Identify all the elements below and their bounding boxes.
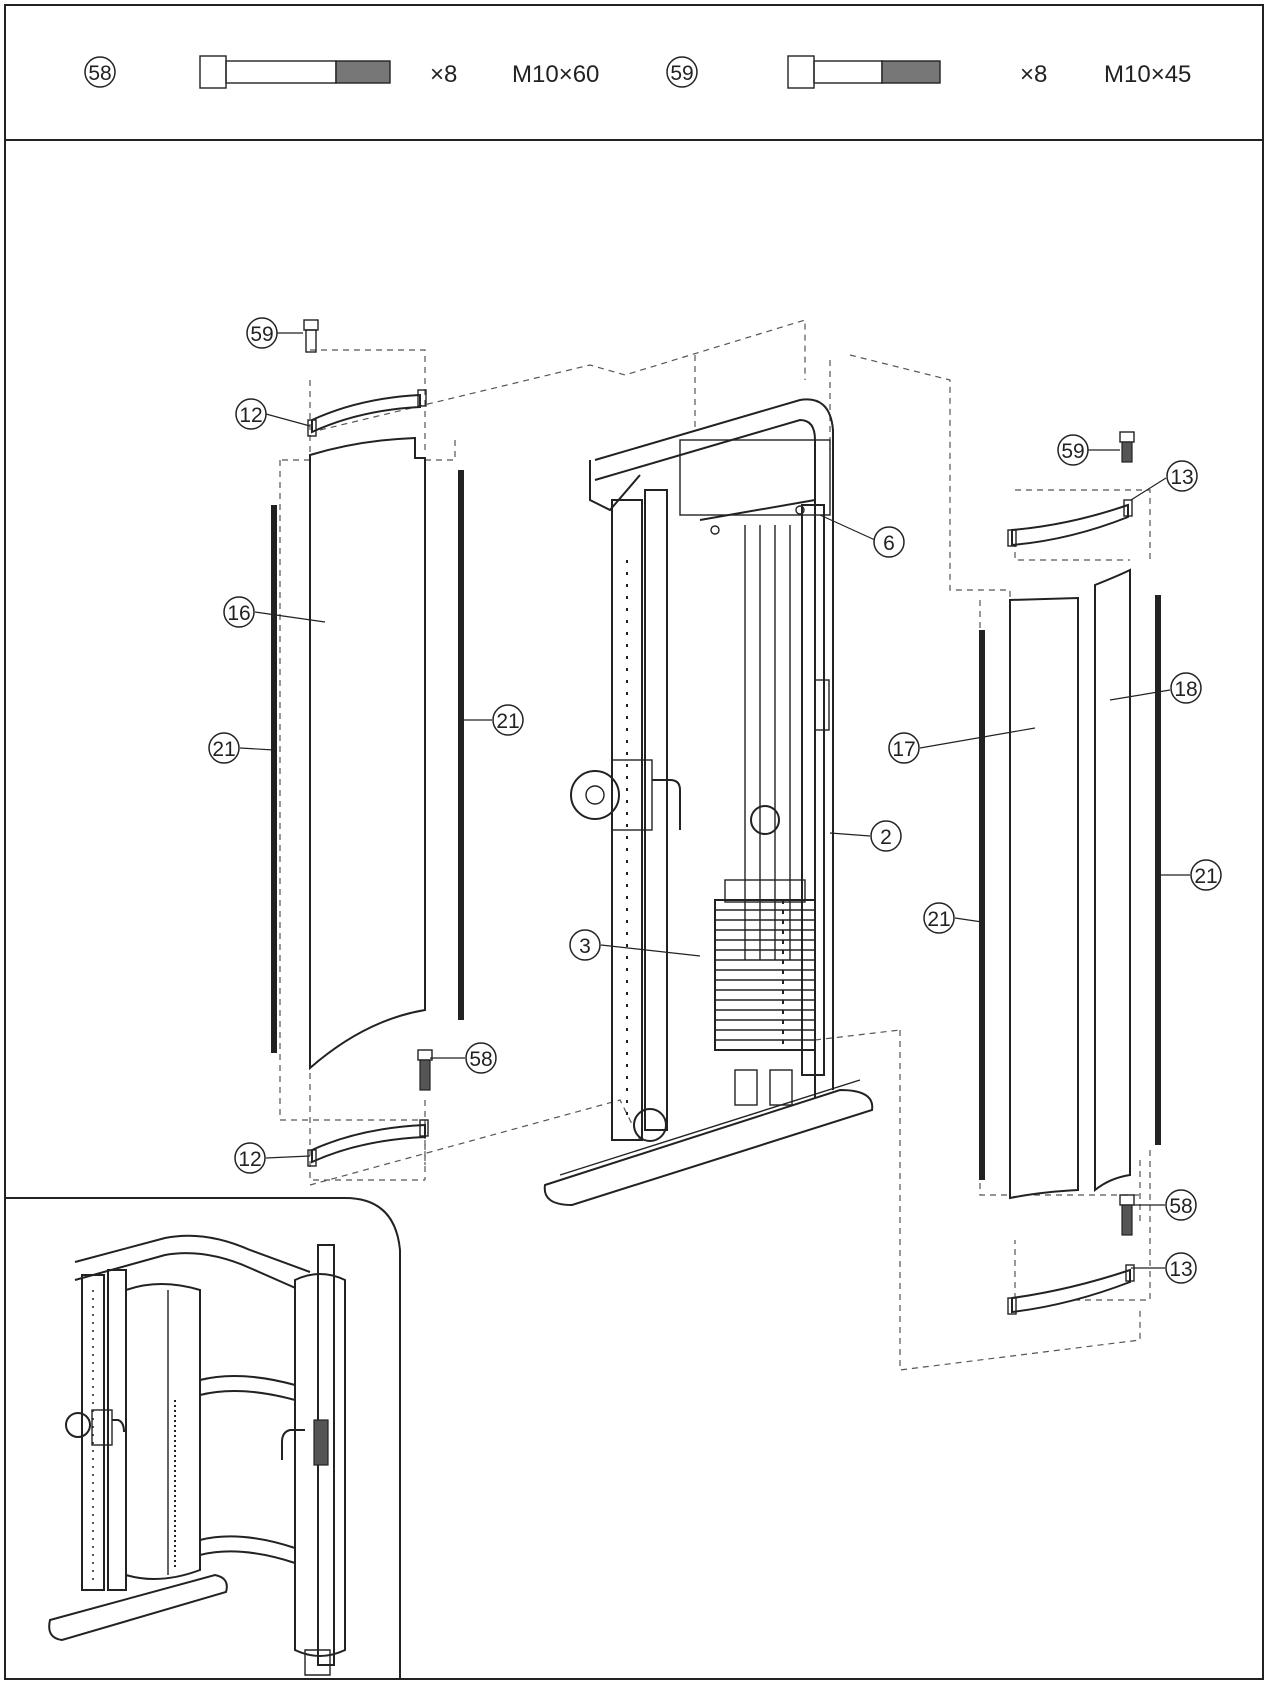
callout-21-right-outer: 21	[1194, 865, 1217, 888]
bolt-58-right	[1119, 1194, 1135, 1236]
callout-58-left: 58	[469, 1048, 492, 1071]
callout-58-right: 58	[1169, 1195, 1192, 1218]
left-shroud-assembly	[271, 319, 464, 1167]
bolt-59-left	[303, 319, 319, 353]
bottom-cap-12-left	[311, 1123, 426, 1164]
right-shroud-assembly	[979, 431, 1161, 1315]
callout-17: 17	[892, 738, 915, 761]
callout-12-top: 12	[239, 404, 262, 427]
callout-58-header: 58	[88, 62, 111, 85]
base-frame	[543, 1088, 874, 1207]
callout-59-left: 59	[250, 323, 273, 346]
callout-21-left-inner: 21	[496, 710, 519, 733]
cover-panel-17	[1009, 596, 1079, 1200]
cover-panel-18	[1094, 568, 1131, 1193]
bolt-m10x45-icon	[787, 55, 941, 89]
top-cap-12-left	[311, 393, 421, 434]
callout-58-header-circle	[84, 56, 116, 88]
callout-59-right: 59	[1061, 440, 1084, 463]
cover-panel-16	[309, 436, 426, 1071]
callout-21-left-outer: 21	[212, 738, 235, 761]
quantity-59: ×8	[1020, 61, 1047, 88]
size-58: M10×60	[512, 61, 599, 88]
bolt-59-right	[1119, 431, 1135, 463]
page-border	[4, 4, 1264, 1680]
callout-13-top: 13	[1170, 466, 1193, 489]
callout-2: 2	[880, 826, 892, 849]
size-59: M10×45	[1104, 61, 1191, 88]
hardware-row-59: 59 ×8 M10×45	[666, 55, 1191, 89]
callout-18: 18	[1174, 678, 1197, 701]
bolt-58-left	[417, 1049, 433, 1091]
callout-16: 16	[227, 602, 250, 625]
top-cap-13-right	[1011, 503, 1129, 547]
leader-lines	[239, 332, 1190, 1269]
callout-6: 6	[883, 532, 895, 555]
center-frame	[543, 398, 874, 1207]
quantity-58: ×8	[430, 61, 457, 88]
callouts: 59 12 16 21 21 58 12 3 6 2 59 13 18 17 2…	[208, 317, 1222, 1284]
bottom-cap-13-right	[1011, 1268, 1131, 1314]
hardware-row-58: 58 ×8 M10×60	[84, 55, 599, 89]
callout-3: 3	[579, 935, 591, 958]
callout-59-header: 59	[670, 62, 693, 85]
carriage-pulley	[570, 759, 681, 831]
callout-12-bottom: 12	[238, 1148, 261, 1171]
assembled-view-inset	[5, 1197, 401, 1679]
callout-59-header-circle	[666, 56, 698, 88]
callout-13-bottom: 13	[1169, 1258, 1192, 1281]
bolt-m10x60-icon	[199, 55, 391, 89]
callout-21-right-inner: 21	[927, 908, 950, 931]
weight-stack	[714, 879, 816, 1051]
